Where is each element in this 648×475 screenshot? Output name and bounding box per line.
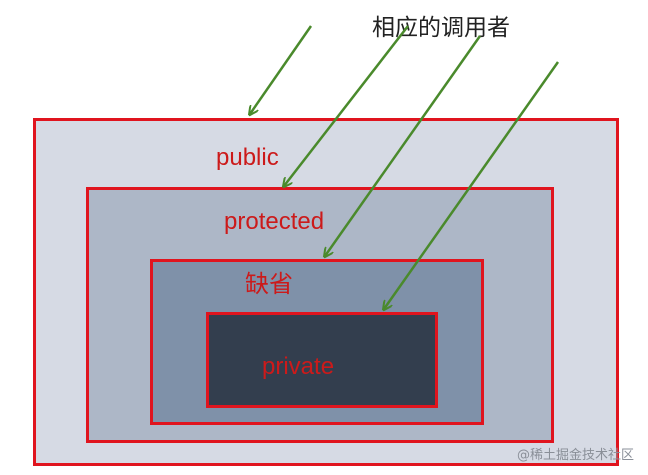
- protected-label: protected: [224, 208, 325, 235]
- private-label: private: [262, 353, 335, 380]
- public-label: public: [216, 144, 279, 171]
- private-scope-box: [206, 312, 438, 408]
- watermark: @稀土掘金技术社区: [516, 448, 634, 463]
- default-label: 缺省: [245, 270, 293, 298]
- caller-title: 相应的调用者: [372, 15, 510, 41]
- arrow-to-public: [250, 25, 313, 114]
